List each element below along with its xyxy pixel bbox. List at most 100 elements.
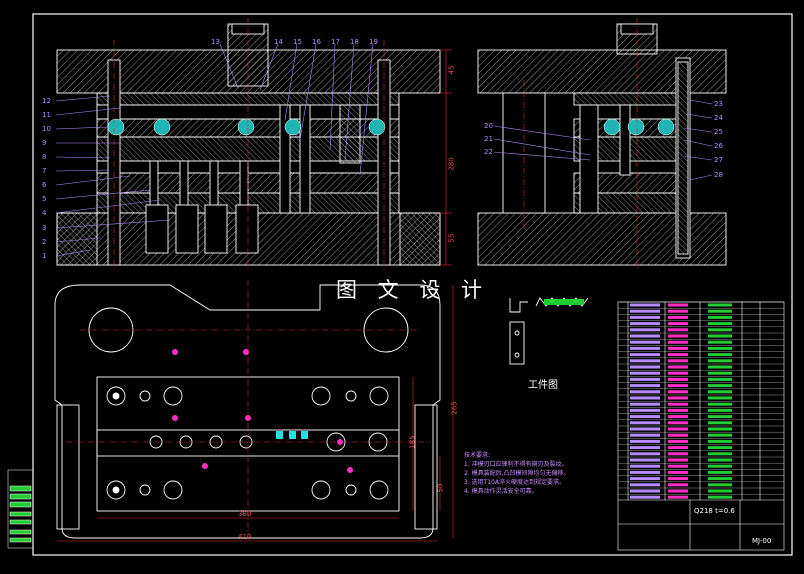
part-label: 8	[42, 153, 47, 161]
technical-requirements: 技术要求: 1. 冲模刃口应锋利不得有崩刃及裂纹。 2. 模具装配后,凸凹模间隙…	[464, 451, 570, 496]
table-row-mark	[668, 396, 688, 400]
table-row-mark	[630, 322, 660, 326]
table-row-mark	[708, 396, 732, 400]
table-row-mark	[630, 303, 660, 307]
spring-group	[107, 118, 386, 136]
table-row-mark	[708, 421, 732, 425]
plan-view	[54, 284, 441, 539]
part-label: 27	[714, 156, 723, 164]
part-label: 4	[42, 209, 47, 217]
table-row-mark	[630, 396, 660, 400]
table-row-mark	[708, 439, 732, 443]
note-item: 4. 模具动作灵活安全可靠。	[464, 488, 538, 495]
table-row-mark	[708, 334, 732, 338]
table-row-mark	[630, 371, 660, 375]
table-row-mark	[668, 408, 688, 412]
table-row-mark	[630, 340, 660, 344]
table-row-mark	[630, 359, 660, 363]
table-row-mark	[630, 346, 660, 350]
table-row-mark	[630, 315, 660, 319]
table-row-mark	[630, 377, 660, 381]
drawing-frame	[32, 13, 793, 556]
table-row-mark	[630, 390, 660, 394]
table-row-mark	[708, 315, 732, 319]
dimension-label: 55	[447, 233, 456, 243]
table-row-mark	[668, 328, 688, 332]
table-row-mark	[668, 458, 688, 462]
part-label: 7	[42, 167, 47, 175]
table-row-mark	[630, 328, 660, 332]
table-row-mark	[630, 495, 660, 499]
drawing-number: MJ-00	[752, 537, 772, 545]
dimension-label: 410	[238, 533, 252, 541]
note-item: 2. 模具装配后,凸凹模间隙均匀无偏移。	[464, 470, 570, 477]
part-label: 6	[42, 181, 47, 189]
table-row-mark	[668, 402, 688, 406]
table-row-mark	[630, 433, 660, 437]
table-row-mark	[708, 384, 732, 388]
table-row-mark	[708, 452, 732, 456]
table-row-mark	[668, 489, 688, 493]
part-label: 11	[42, 111, 51, 119]
table-row-mark	[668, 452, 688, 456]
table-row-mark	[708, 446, 732, 450]
table-row-mark	[708, 470, 732, 474]
dimension-label: 380	[238, 510, 252, 518]
table-row-mark	[630, 402, 660, 406]
table-row-mark	[630, 353, 660, 357]
table-row-mark	[630, 309, 660, 313]
part-label: 13	[211, 38, 220, 46]
part-label: 3	[42, 224, 47, 232]
watermark-text: 图 文 设 计	[336, 278, 490, 302]
note-item: 3. 选用T10A淬火硬度达到规定要求。	[464, 479, 566, 486]
part-label: 14	[274, 38, 283, 46]
table-row-mark	[708, 458, 732, 462]
table-row-mark	[708, 415, 732, 419]
part-label: 20	[484, 122, 493, 130]
table-row-mark	[630, 464, 660, 468]
part-label: 19	[369, 38, 378, 46]
table-row-mark	[708, 495, 732, 499]
table-row-mark	[668, 377, 688, 381]
table-row-mark	[630, 489, 660, 493]
table-row-mark	[668, 365, 688, 369]
table-row-mark	[708, 309, 732, 313]
table-row-mark	[630, 365, 660, 369]
front-section-view	[56, 23, 441, 266]
table-row-mark	[668, 421, 688, 425]
part-label: 28	[714, 171, 723, 179]
part-label: 25	[714, 128, 723, 136]
material-spec: Q218 t=0.6	[694, 507, 735, 515]
part-label: 21	[484, 135, 493, 143]
part-label: 17	[331, 38, 340, 46]
table-row-mark	[630, 439, 660, 443]
table-row-mark	[668, 303, 688, 307]
table-row-mark	[630, 415, 660, 419]
table-row-mark	[668, 483, 688, 487]
dimension-label: 265	[450, 401, 459, 415]
table-row-mark	[668, 371, 688, 375]
dimension-label: 50	[436, 483, 445, 493]
workpiece-drawing	[509, 297, 589, 365]
table-row-mark	[708, 390, 732, 394]
table-row-mark	[668, 390, 688, 394]
table-row-mark	[708, 483, 732, 487]
table-row-mark	[708, 433, 732, 437]
revision-table	[7, 469, 34, 549]
table-row-mark	[668, 439, 688, 443]
part-label: 5	[42, 195, 47, 203]
table-row-mark	[708, 489, 732, 493]
note-item: 1. 冲模刃口应锋利不得有崩刃及裂纹。	[464, 461, 568, 468]
part-label: 15	[293, 38, 302, 46]
table-row-mark	[708, 346, 732, 350]
table-row-mark	[630, 334, 660, 338]
table-row-mark	[668, 359, 688, 363]
table-row-mark	[630, 446, 660, 450]
table-row-mark	[708, 371, 732, 375]
table-row-mark	[668, 464, 688, 468]
part-label: 10	[42, 125, 51, 133]
table-row-mark	[668, 315, 688, 319]
table-row-mark	[668, 415, 688, 419]
part-label: 22	[484, 148, 493, 156]
table-row-mark	[708, 359, 732, 363]
